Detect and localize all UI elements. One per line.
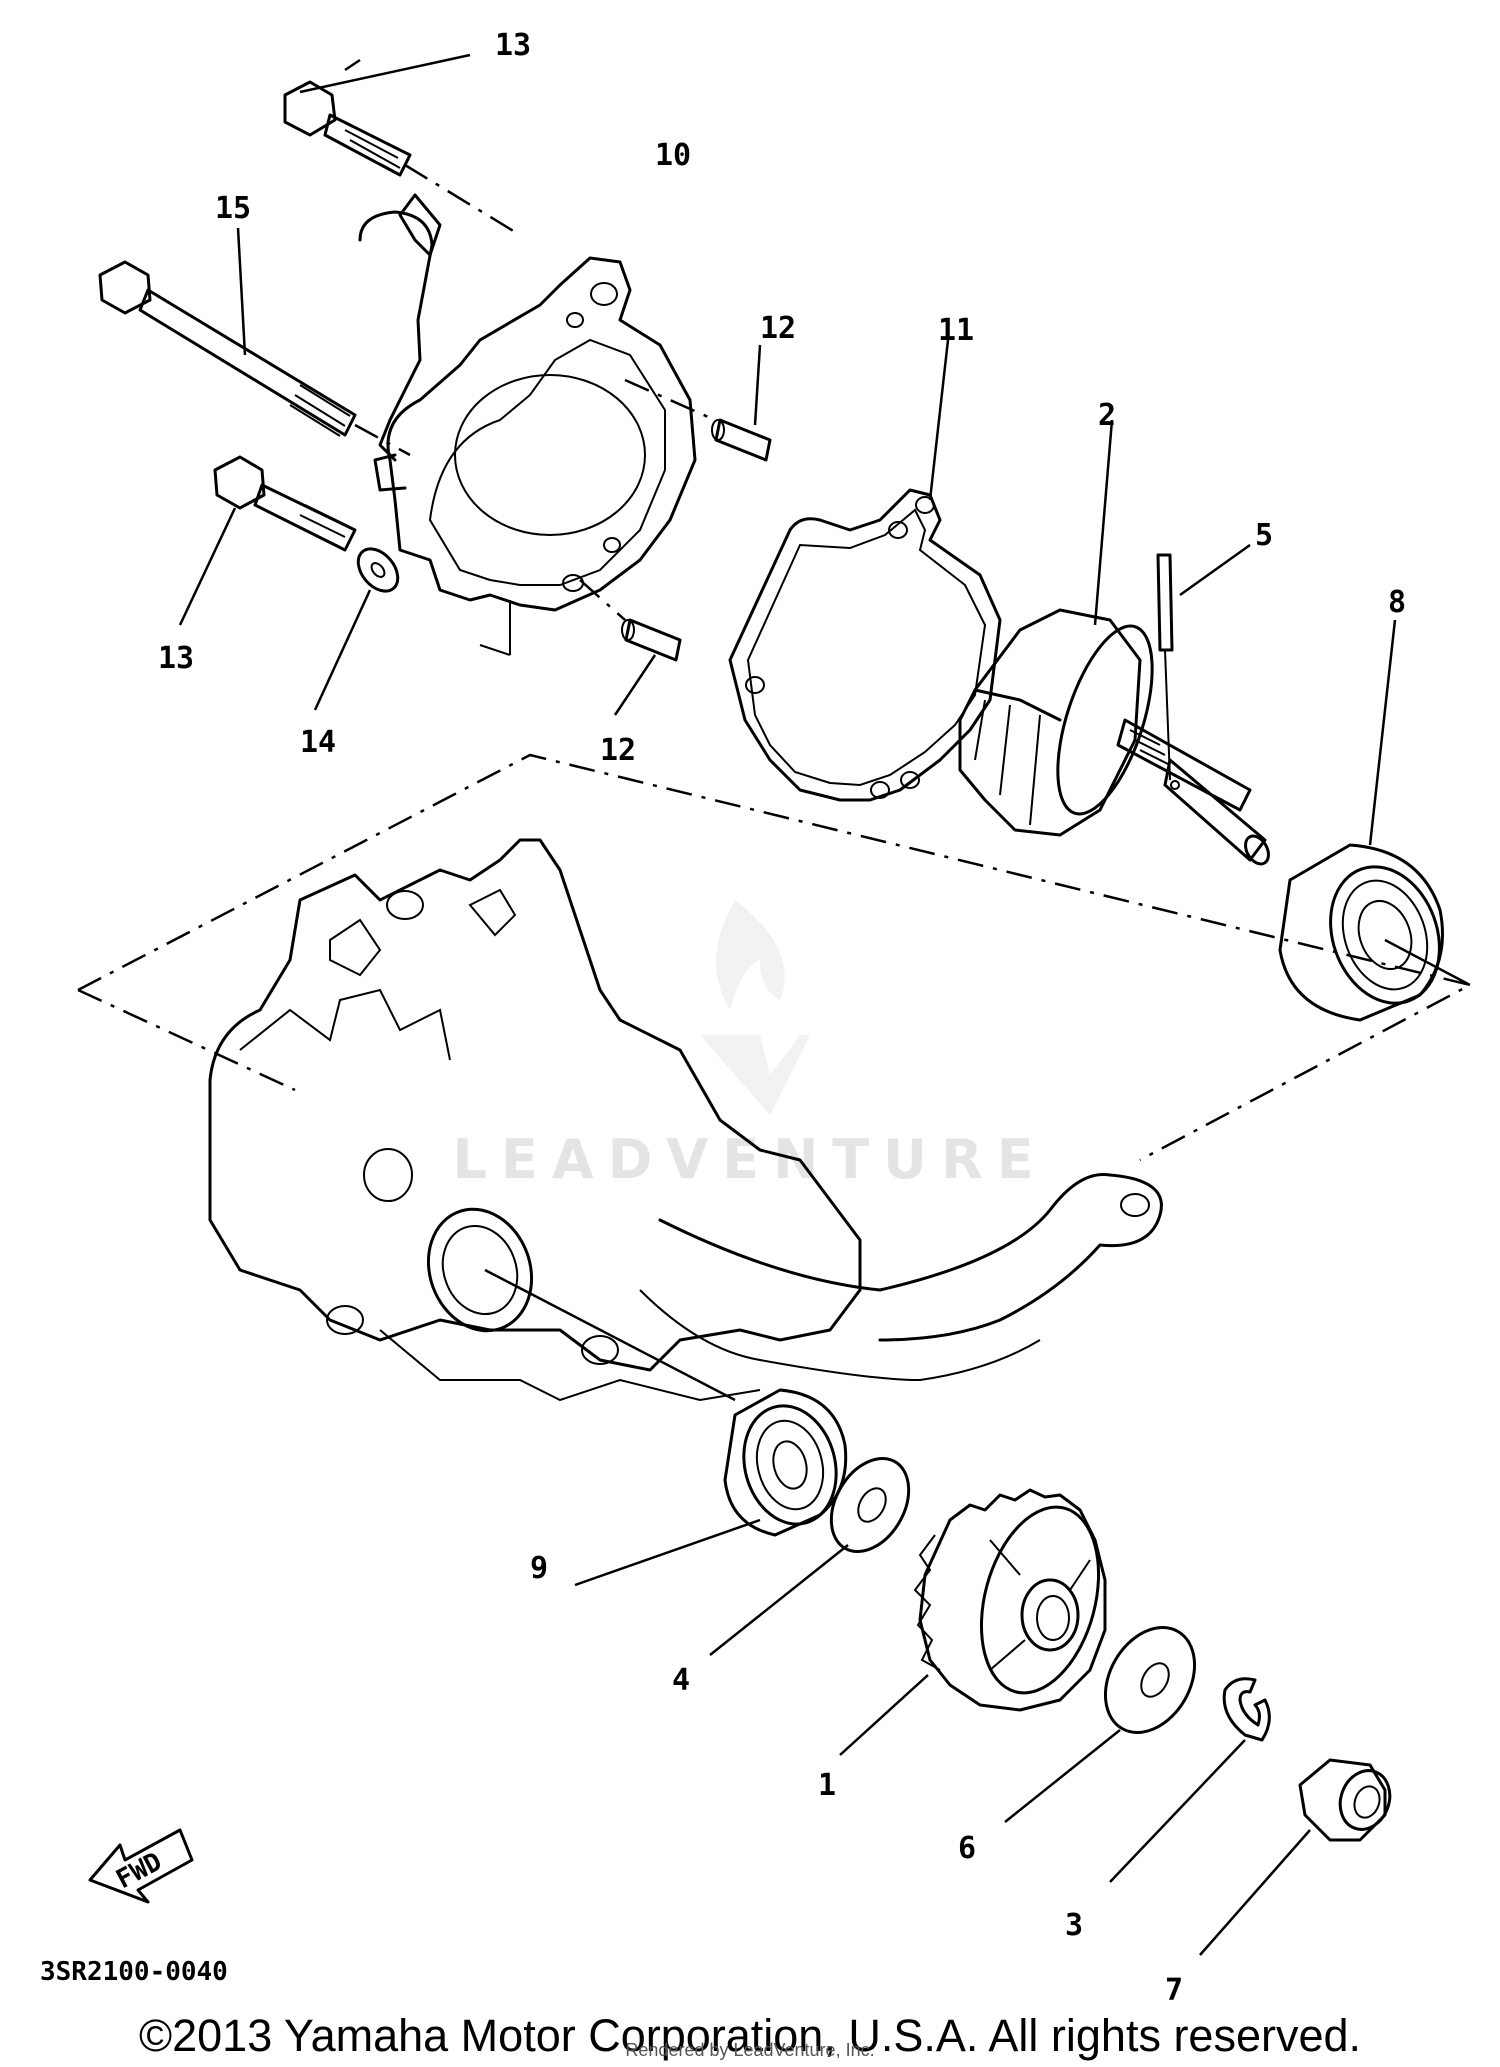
callout-7: 7	[1165, 1973, 1183, 2008]
callout-10: 10	[655, 138, 691, 173]
washer-4	[829, 1456, 911, 1554]
pin-5	[1156, 553, 1174, 652]
callout-9: 9	[530, 1551, 548, 1586]
callout-6: 6	[958, 1831, 976, 1866]
gasket-11	[728, 488, 1002, 802]
bolt-15	[98, 260, 357, 437]
bolt-13-bottom	[213, 455, 357, 552]
collar-7	[1298, 1758, 1392, 1842]
callout-14: 14	[300, 725, 336, 760]
callout-2: 2	[1098, 398, 1116, 433]
callout-1: 1	[818, 1768, 836, 1803]
gear-1	[913, 1488, 1107, 1712]
dowel-12-top	[711, 418, 772, 462]
washer-14	[356, 547, 400, 593]
impeller-2	[958, 608, 1270, 866]
fwd-arrow-icon	[88, 1828, 194, 1904]
callout-12-top: 12	[760, 311, 796, 346]
copyright-notice: ©2013 Yamaha Motor Corporation, U.S.A. A…	[138, 2010, 1362, 2061]
callout-13-top: 13	[495, 28, 531, 63]
watermark-text: LEADVENTURE	[453, 1128, 1048, 1191]
pump-housing	[358, 193, 697, 656]
bolt-13-top	[283, 80, 412, 177]
bearing-8	[1278, 843, 1444, 1022]
callout-8: 8	[1388, 585, 1406, 620]
rendered-by-credit: Rendered by LeadVenture, Inc.	[625, 2040, 875, 2060]
callout-15: 15	[215, 191, 251, 226]
callout-11: 11	[938, 313, 974, 348]
callout-12-bottom: 12	[600, 733, 636, 768]
callout-5: 5	[1255, 518, 1273, 553]
crankcase-cover	[77, 753, 1474, 1402]
diagram-code: 3SR2100-0040	[40, 1957, 228, 1987]
dowel-12-bottom	[621, 618, 682, 662]
watermark-logo	[700, 900, 810, 1115]
washer-6	[1103, 1626, 1197, 1734]
circlip-3	[1222, 1677, 1271, 1742]
callout-13-bottom: 13	[158, 641, 194, 676]
callout-4: 4	[672, 1663, 690, 1698]
callout-3: 3	[1065, 1908, 1083, 1943]
